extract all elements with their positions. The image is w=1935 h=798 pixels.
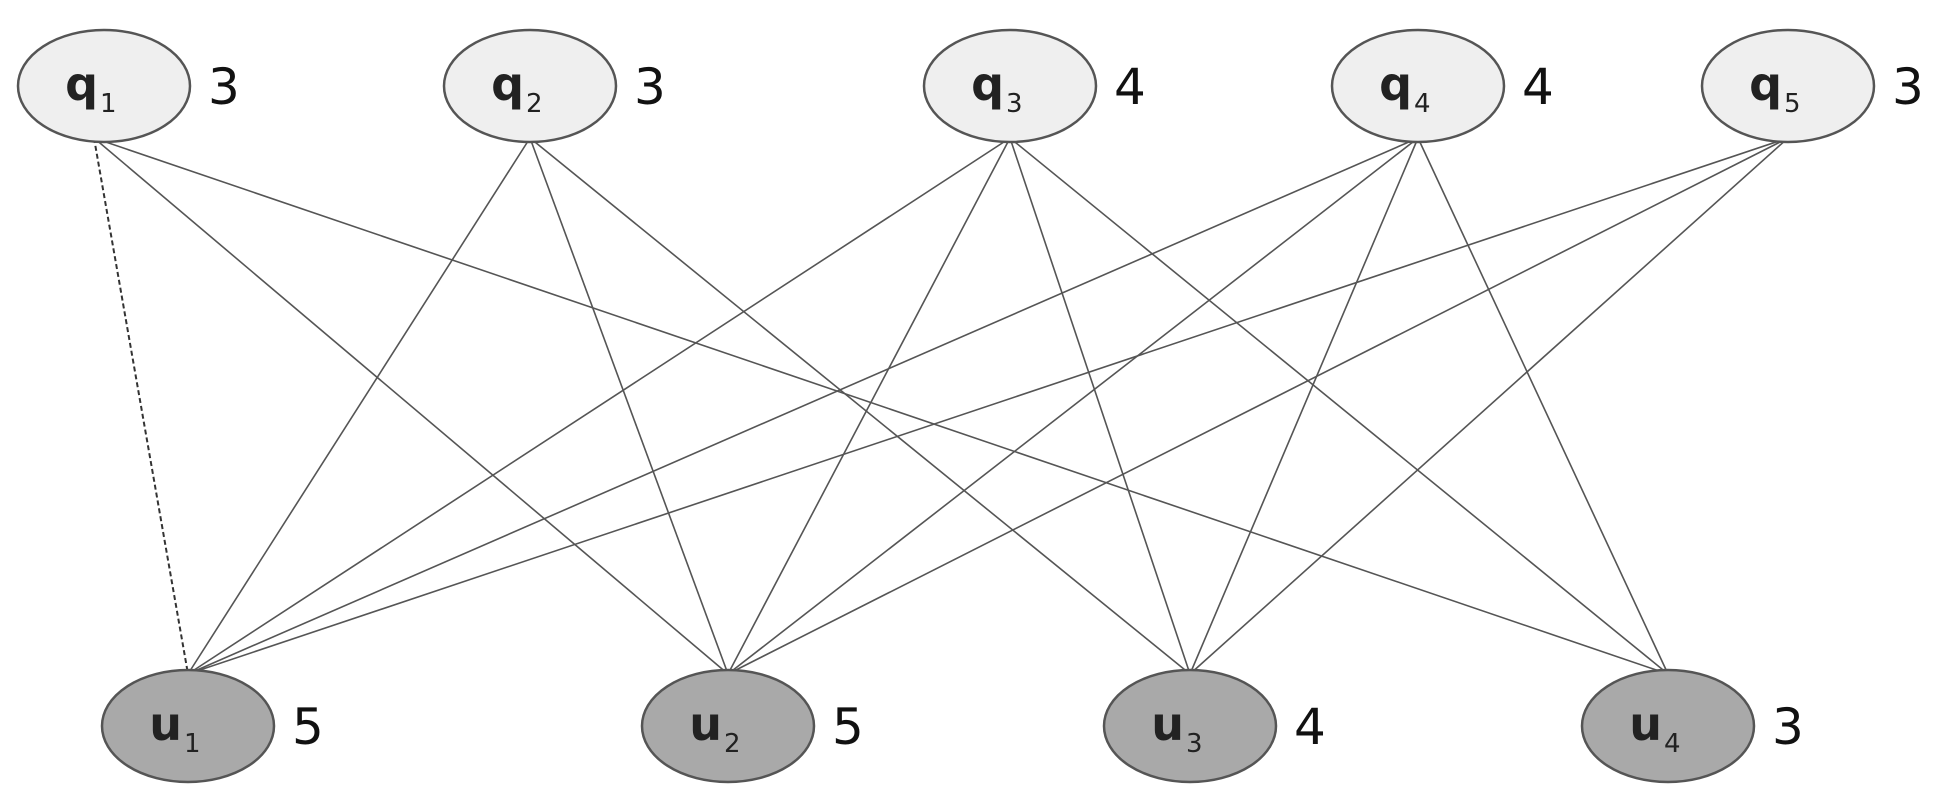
- edge-layer: [93, 137, 1789, 675]
- edge-q3-u1: [187, 137, 1011, 675]
- node-u2-ellipse: [640, 668, 816, 784]
- node-u3-ellipse: [1102, 668, 1278, 784]
- edge-q2-u2: [529, 137, 729, 675]
- node-u4-ellipse: [1580, 668, 1756, 784]
- edge-q1-u1: [93, 137, 189, 675]
- node-q4-ellipse: [1330, 28, 1506, 144]
- edge-q4-u1: [187, 137, 1419, 675]
- node-q2-degree: 3: [634, 58, 666, 116]
- node-u1-subscript: 1: [184, 729, 201, 759]
- edge-q5-u2: [727, 137, 1789, 675]
- edge-q2-u3: [529, 137, 1191, 675]
- node-q4-degree: 4: [1522, 58, 1554, 116]
- edge-q3-u2: [727, 137, 1011, 675]
- edge-q3-u4: [1009, 137, 1669, 675]
- node-q5-subscript: 5: [1784, 89, 1801, 119]
- edge-q2-u1: [187, 137, 531, 675]
- node-q1-subscript: 1: [100, 89, 117, 119]
- node-u1-degree: 5: [292, 698, 324, 756]
- node-q4-subscript: 4: [1414, 89, 1431, 119]
- node-u2-degree: 5: [832, 698, 864, 756]
- node-q3-ellipse: [922, 28, 1098, 144]
- edge-q4-u4: [1417, 137, 1669, 675]
- node-q4-letter: q: [1379, 57, 1412, 111]
- node-u2-subscript: 2: [724, 729, 741, 759]
- node-q1-ellipse: [16, 28, 192, 144]
- edge-q4-u2: [727, 137, 1419, 675]
- node-u3-letter: u: [1151, 697, 1184, 751]
- node-u4-subscript: 4: [1664, 729, 1681, 759]
- edge-q5-u3: [1189, 137, 1789, 675]
- node-q5-degree: 3: [1892, 58, 1924, 116]
- node-q3-degree: 4: [1114, 58, 1146, 116]
- node-u1-ellipse: [100, 668, 276, 784]
- node-u3-degree: 4: [1294, 698, 1326, 756]
- node-q3-letter: q: [971, 57, 1004, 111]
- node-u4-degree: 3: [1772, 698, 1804, 756]
- edge-q1-u2: [93, 137, 729, 675]
- edge-q3-u3: [1009, 137, 1191, 675]
- edge-q5-u1: [187, 137, 1789, 675]
- edge-q4-u3: [1189, 137, 1419, 675]
- node-q5-ellipse: [1700, 28, 1876, 144]
- node-u1-letter: u: [149, 697, 182, 751]
- node-q2-ellipse: [442, 28, 618, 144]
- node-u3-subscript: 3: [1186, 729, 1203, 759]
- node-u4-letter: u: [1629, 697, 1662, 751]
- node-q1-letter: q: [65, 57, 98, 111]
- node-u2-letter: u: [689, 697, 722, 751]
- node-q1-degree: 3: [208, 58, 240, 116]
- node-q2-letter: q: [491, 57, 524, 111]
- node-q2-subscript: 2: [526, 89, 543, 119]
- node-q3-subscript: 3: [1006, 89, 1023, 119]
- edge-q1-u4: [93, 137, 1669, 675]
- node-q5-letter: q: [1749, 57, 1782, 111]
